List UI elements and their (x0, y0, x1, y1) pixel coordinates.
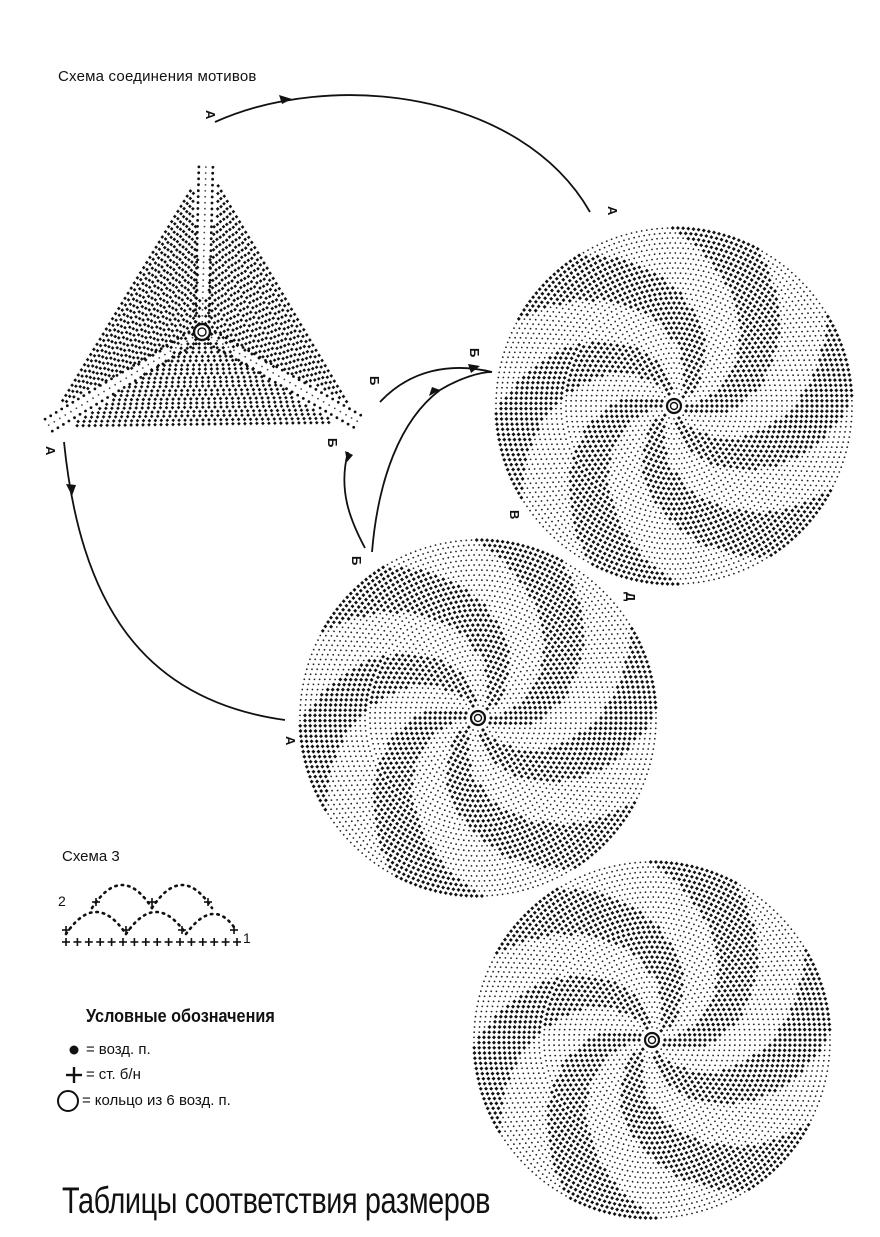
dot-icon (69, 1045, 79, 1055)
label-a-3: А (43, 446, 58, 456)
label-a-2: А (605, 206, 620, 216)
ring-icon (57, 1090, 79, 1112)
schema3-row-1-label: 1 (243, 930, 251, 946)
arrowhead-b-upper (468, 364, 480, 373)
schema3-stitches (62, 898, 241, 946)
arrowhead-a-left (66, 484, 76, 496)
schema3-arch-top-2 (150, 883, 214, 910)
schema3-arch-low-1 (64, 910, 128, 936)
label-b-1: Б (367, 376, 382, 385)
circle-motif-right (494, 226, 854, 586)
label-b-3: Б (325, 438, 340, 447)
arrowhead-a-top (279, 95, 292, 104)
legend-text: возд. п. (98, 1041, 151, 1058)
schema3-arch-low-2 (124, 910, 188, 936)
plus-icon (66, 1067, 82, 1083)
arrow-b-upper (379, 367, 493, 403)
schema3-arch-low-3 (184, 912, 238, 936)
arrow-b-lower (343, 451, 366, 549)
label-b-2: Б (467, 348, 482, 357)
arrow-a-left (63, 441, 286, 721)
schema3-row-2-label: 2 (58, 893, 66, 909)
arrowhead-b-cross (429, 387, 440, 396)
arrow-a-top (214, 94, 591, 213)
legend-eq: = (86, 1066, 95, 1083)
legend-eq: = (82, 1092, 91, 1109)
legend-row-ring: = кольцо из 6 возд. п. (80, 1092, 231, 1109)
label-b-4: Б (349, 556, 364, 565)
triangle-motif (43, 165, 363, 433)
legend-title: Условные обозначения (86, 1006, 275, 1026)
schema-3-title: Схема 3 (62, 848, 120, 865)
label-a-1: А (203, 110, 218, 120)
legend-text: кольцо из 6 возд. п. (94, 1092, 231, 1109)
size-tables-heading: Таблицы соответствия размеров (62, 1180, 491, 1221)
legend-eq: = (86, 1041, 95, 1058)
arrowhead-b-lower (345, 451, 353, 462)
legend-row-chain: = возд. п. (84, 1041, 151, 1058)
diagram-title: Схема соединения мотивов (58, 68, 257, 85)
joining-arrows (63, 94, 591, 721)
label-v: В (507, 510, 522, 519)
label-a-4: А (283, 736, 298, 746)
legend-row-sc: = ст. б/н (84, 1066, 141, 1083)
arrowheads (66, 95, 480, 496)
circle-motif-middle (298, 538, 658, 898)
arrow-b-cross (371, 371, 493, 553)
legend-text: ст. б/н (98, 1066, 141, 1083)
circle-motif-bottom (472, 860, 832, 1220)
schema-3-chart: 2 1 (58, 883, 251, 946)
schema3-arch-top-1 (90, 883, 154, 910)
label-d: Д (623, 592, 638, 602)
